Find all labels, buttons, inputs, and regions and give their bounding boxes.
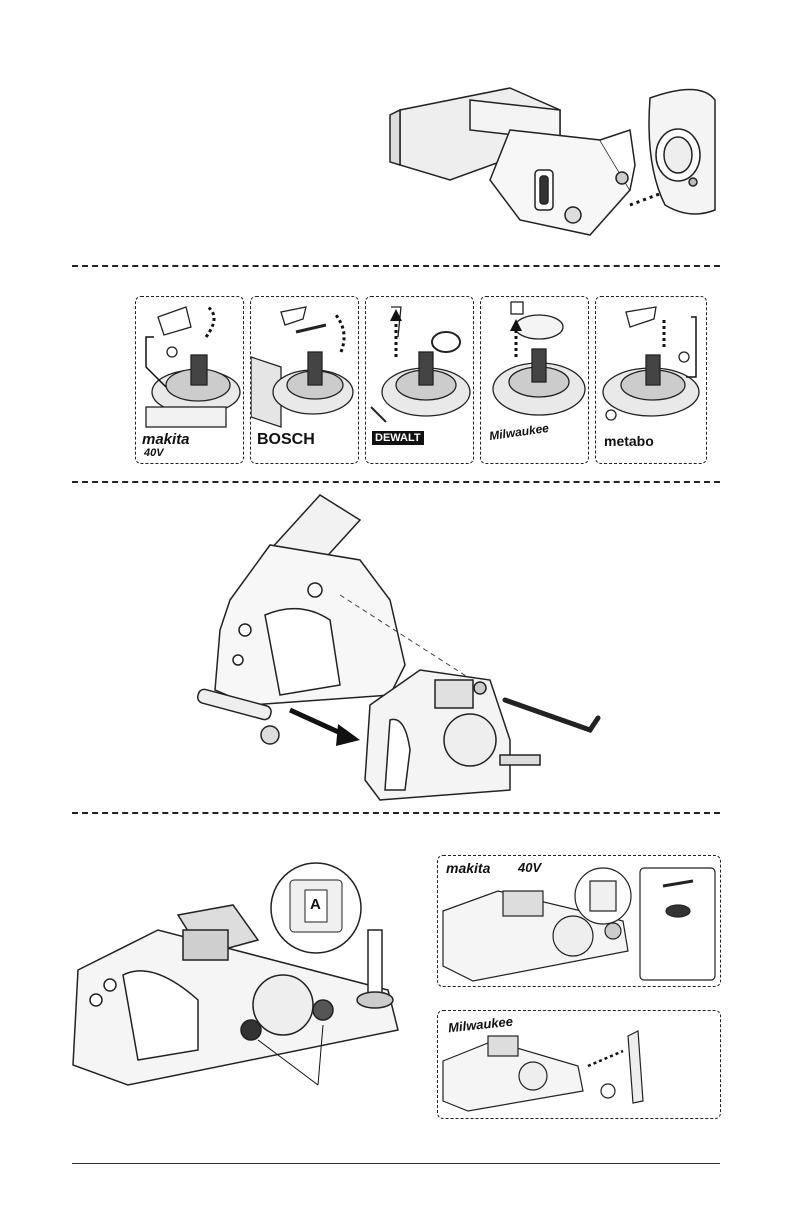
dewalt-logo: DEWALT bbox=[372, 431, 424, 445]
detail-panel-milwaukee: Milwaukee bbox=[437, 1010, 721, 1119]
mounting-plate-drawing bbox=[68, 860, 418, 1110]
footer-rule bbox=[72, 1163, 720, 1164]
separator-2 bbox=[72, 481, 720, 483]
angle-grinder-drawing bbox=[360, 70, 720, 250]
detail-panel-makita: makita 40V bbox=[437, 855, 721, 987]
separator-3 bbox=[72, 812, 720, 814]
makita-logo: makita bbox=[142, 431, 190, 448]
makita-40v-logo: 40V bbox=[144, 447, 164, 459]
step-4-main-illustration: A bbox=[68, 860, 418, 1110]
shroud-assembly-drawing bbox=[190, 490, 610, 810]
dial-letter-label: A bbox=[310, 896, 321, 913]
detail-makita-40v-logo: 40V bbox=[518, 860, 541, 875]
step-1-illustration bbox=[360, 70, 720, 250]
brand-panel-milwaukee: Milwaukee bbox=[480, 296, 589, 464]
brand-panel-dewalt: DEWALT bbox=[365, 296, 474, 464]
brand-panel-bosch: BOSCH bbox=[250, 296, 359, 464]
bosch-logo: BOSCH bbox=[257, 431, 315, 449]
brand-panel-makita: makita 40V bbox=[135, 296, 244, 464]
separator-1 bbox=[72, 265, 720, 267]
metabo-logo: metabo bbox=[604, 433, 654, 449]
step-3-illustration bbox=[190, 490, 610, 810]
brand-panel-metabo: metabo bbox=[595, 296, 707, 464]
detail-makita-logo: makita bbox=[446, 860, 490, 876]
